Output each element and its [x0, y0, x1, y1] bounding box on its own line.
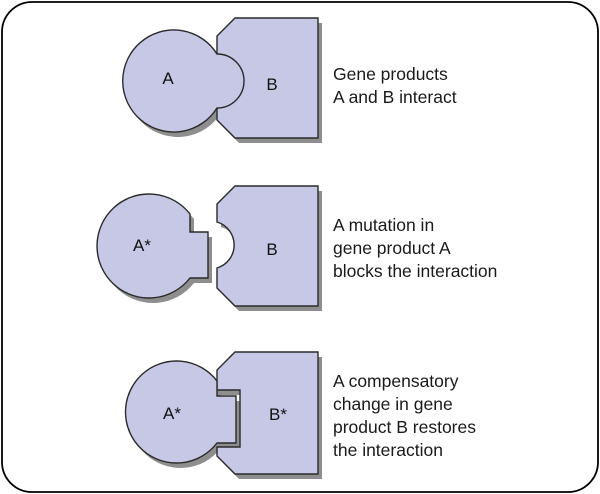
caption-line: A and B interact	[333, 87, 457, 107]
mutant-a-label: A*	[133, 236, 151, 255]
protein-b-label: B	[266, 240, 277, 259]
caption-line: the interaction	[333, 440, 443, 460]
caption-line: Gene products	[333, 64, 448, 84]
caption-interaction: Gene products A and B interact	[333, 63, 457, 109]
compensated-b-label: B*	[269, 405, 287, 424]
caption-line: product B restores	[333, 417, 476, 437]
compensated-b-shape	[216, 351, 319, 475]
panel-interaction: A B	[122, 17, 322, 143]
protein-a-shape	[122, 29, 245, 133]
protein-b-shape	[216, 185, 319, 307]
panel-mutation: A* B	[96, 185, 322, 311]
caption-line: A mutation in	[333, 215, 435, 235]
caption-compensation: A compensatory change in gene product B …	[333, 370, 476, 462]
caption-line: gene product A	[333, 238, 451, 258]
caption-line: change in gene	[333, 394, 453, 414]
protein-b-label: B	[266, 75, 277, 94]
protein-a-label: A	[162, 69, 174, 88]
mutant-a-shape	[124, 360, 237, 464]
mutant-a-label: A*	[163, 404, 181, 423]
mutant-a-shape	[96, 193, 209, 299]
caption-line: A compensatory	[333, 371, 459, 391]
panel-compensation: A* B*	[124, 351, 322, 479]
caption-mutation: A mutation in gene product A blocks the …	[333, 214, 497, 283]
caption-line: blocks the interaction	[333, 261, 498, 281]
